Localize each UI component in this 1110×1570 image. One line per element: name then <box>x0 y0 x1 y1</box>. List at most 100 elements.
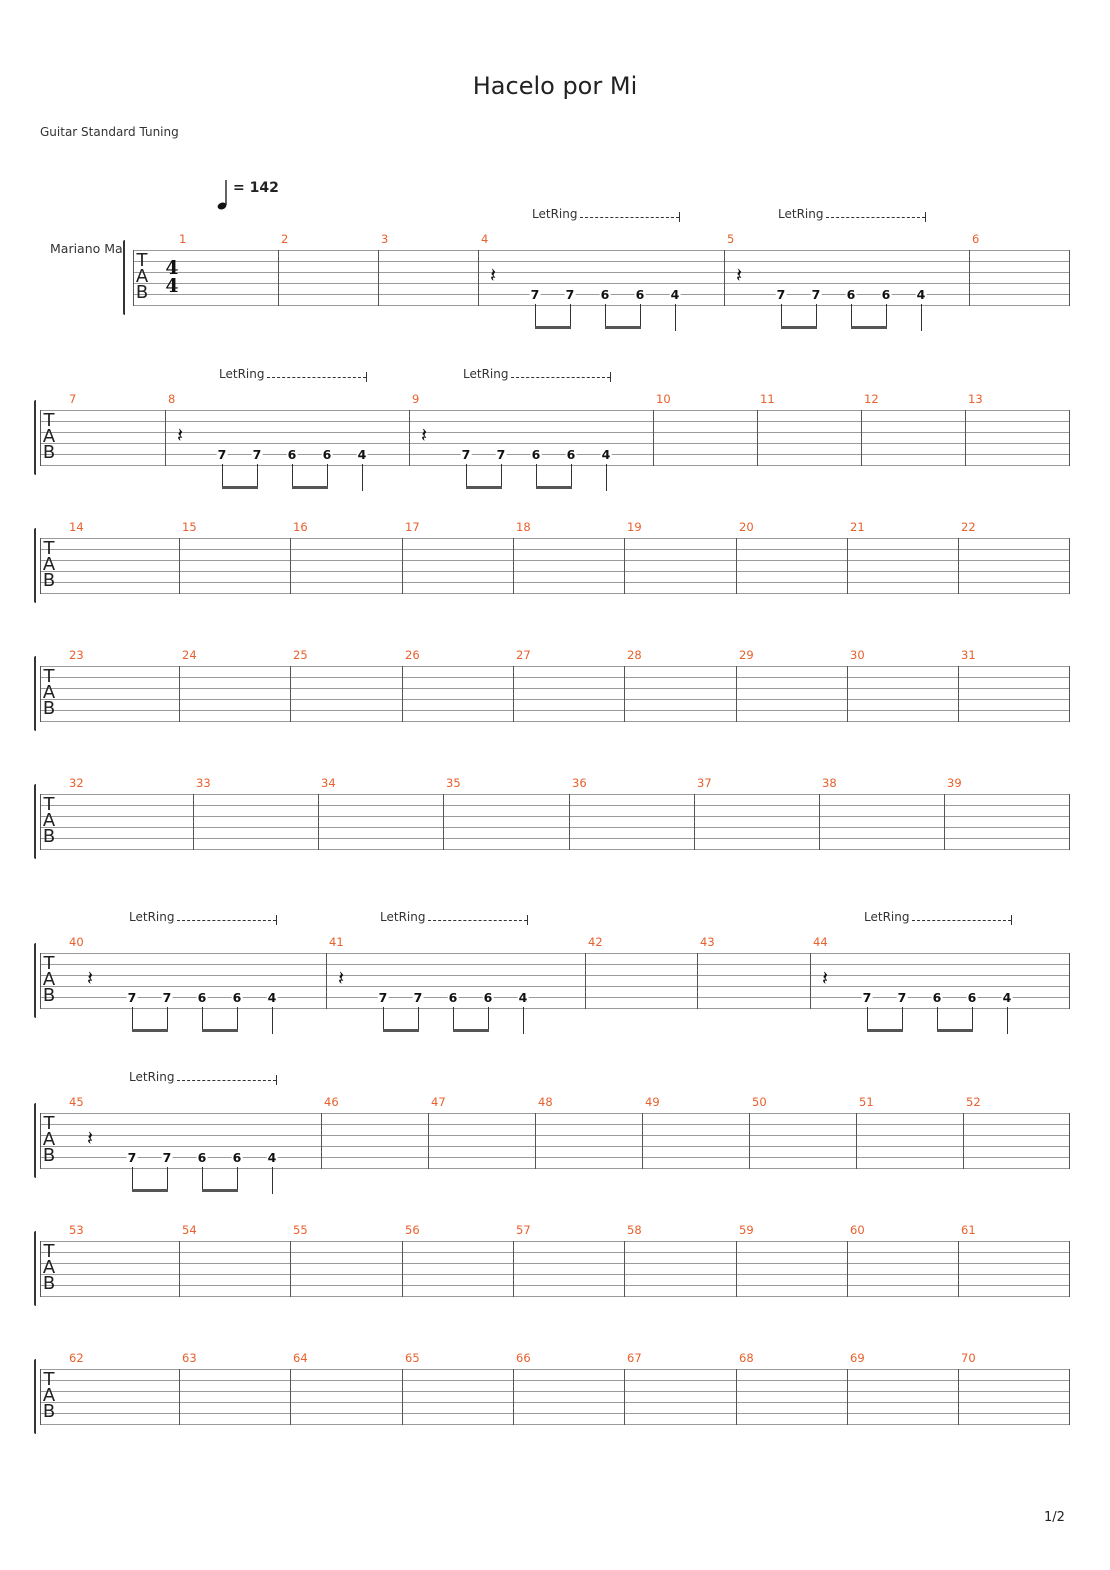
measure-number: 31 <box>961 648 976 662</box>
fret-number[interactable]: 7 <box>564 287 576 302</box>
fret-number[interactable]: 7 <box>377 990 389 1005</box>
barline <box>1069 1241 1070 1297</box>
fret-number[interactable]: 7 <box>216 447 228 462</box>
fret-number[interactable]: 6 <box>482 990 494 1005</box>
fret-number[interactable]: 6 <box>321 447 333 462</box>
fret-number[interactable]: 6 <box>880 287 892 302</box>
barline <box>179 538 180 594</box>
note-stem <box>453 1007 454 1031</box>
measure-number: 42 <box>588 935 603 949</box>
note-stem <box>606 464 607 491</box>
let-ring-end <box>679 212 680 222</box>
note-stem <box>202 1007 203 1031</box>
fret-number[interactable]: 6 <box>931 990 943 1005</box>
fret-number[interactable]: 7 <box>810 287 822 302</box>
fret-number[interactable]: 4 <box>266 1150 278 1165</box>
barline <box>40 794 41 850</box>
system-bracket <box>34 1231 36 1306</box>
fret-number[interactable]: 4 <box>1001 990 1013 1005</box>
tab-clef-letter: A <box>42 1129 56 1150</box>
barline <box>513 1369 514 1425</box>
measure-number: 35 <box>446 776 461 790</box>
fret-number[interactable]: 4 <box>669 287 681 302</box>
measure-number: 14 <box>69 520 84 534</box>
fret-number[interactable]: 6 <box>196 990 208 1005</box>
staff-line <box>40 1008 1069 1009</box>
let-ring-extent <box>177 1080 276 1081</box>
fret-number[interactable]: 7 <box>896 990 908 1005</box>
barline <box>278 250 279 306</box>
barline <box>749 1113 750 1169</box>
note-stem <box>272 1167 273 1194</box>
fret-number[interactable]: 4 <box>600 447 612 462</box>
barline <box>847 666 848 722</box>
note-stem <box>523 1007 524 1034</box>
fret-number[interactable]: 7 <box>126 1150 138 1165</box>
barline <box>642 1113 643 1169</box>
fret-number[interactable]: 6 <box>196 1150 208 1165</box>
measure-number: 59 <box>739 1223 754 1237</box>
measure-number: 66 <box>516 1351 531 1365</box>
measure-number: 34 <box>321 776 336 790</box>
fret-number[interactable]: 7 <box>495 447 507 462</box>
tab-clef-letter: A <box>135 266 149 287</box>
staff-line <box>40 549 1069 550</box>
fret-number[interactable]: 6 <box>231 990 243 1005</box>
fret-number[interactable]: 7 <box>161 990 173 1005</box>
measure-number: 36 <box>572 776 587 790</box>
eighth-beam <box>851 326 887 329</box>
fret-number[interactable]: 6 <box>231 1150 243 1165</box>
fret-number[interactable]: 6 <box>447 990 459 1005</box>
eighth-beam <box>453 1029 489 1032</box>
fret-number[interactable]: 6 <box>845 287 857 302</box>
measure-number: 39 <box>947 776 962 790</box>
staff-line <box>40 1124 1069 1125</box>
fret-number[interactable]: 7 <box>126 990 138 1005</box>
fret-number[interactable]: 4 <box>915 287 927 302</box>
measure-number: 27 <box>516 648 531 662</box>
eighth-beam <box>781 326 817 329</box>
fret-number[interactable]: 6 <box>966 990 978 1005</box>
fret-number[interactable]: 7 <box>529 287 541 302</box>
barline <box>958 1369 959 1425</box>
note-stem <box>132 1007 133 1031</box>
system-bracket <box>34 784 36 859</box>
barline <box>757 410 758 466</box>
barline <box>318 794 319 850</box>
fret-number[interactable]: 7 <box>775 287 787 302</box>
fret-number[interactable]: 7 <box>161 1150 173 1165</box>
fret-number[interactable]: 7 <box>251 447 263 462</box>
measure-number: 10 <box>656 392 671 406</box>
fret-number[interactable]: 6 <box>565 447 577 462</box>
eighth-beam <box>202 1029 238 1032</box>
fret-number[interactable]: 6 <box>530 447 542 462</box>
eighth-beam <box>222 486 258 489</box>
fret-number[interactable]: 4 <box>356 447 368 462</box>
fret-number[interactable]: 6 <box>599 287 611 302</box>
fret-number[interactable]: 7 <box>861 990 873 1005</box>
measure-number: 48 <box>538 1095 553 1109</box>
note-stem <box>237 1007 238 1031</box>
staff-line <box>40 443 1069 444</box>
barline <box>478 250 479 306</box>
note-stem <box>222 464 223 488</box>
staff-line <box>40 849 1069 850</box>
barline <box>624 666 625 722</box>
fret-number[interactable]: 7 <box>412 990 424 1005</box>
staff-line <box>40 1424 1069 1425</box>
barline <box>569 794 570 850</box>
barline <box>290 538 291 594</box>
fret-number[interactable]: 7 <box>460 447 472 462</box>
fret-number[interactable]: 6 <box>286 447 298 462</box>
tab-clef-letter: T <box>43 794 55 815</box>
tab-clef-letter: B <box>42 1273 56 1294</box>
staff-line <box>40 1369 1069 1370</box>
measure-number: 51 <box>859 1095 874 1109</box>
fret-number[interactable]: 4 <box>266 990 278 1005</box>
staff-line <box>40 1113 1069 1114</box>
fret-number[interactable]: 4 <box>517 990 529 1005</box>
staff-line <box>40 794 1069 795</box>
note-stem <box>327 464 328 488</box>
fret-number[interactable]: 6 <box>634 287 646 302</box>
barline <box>40 666 41 722</box>
